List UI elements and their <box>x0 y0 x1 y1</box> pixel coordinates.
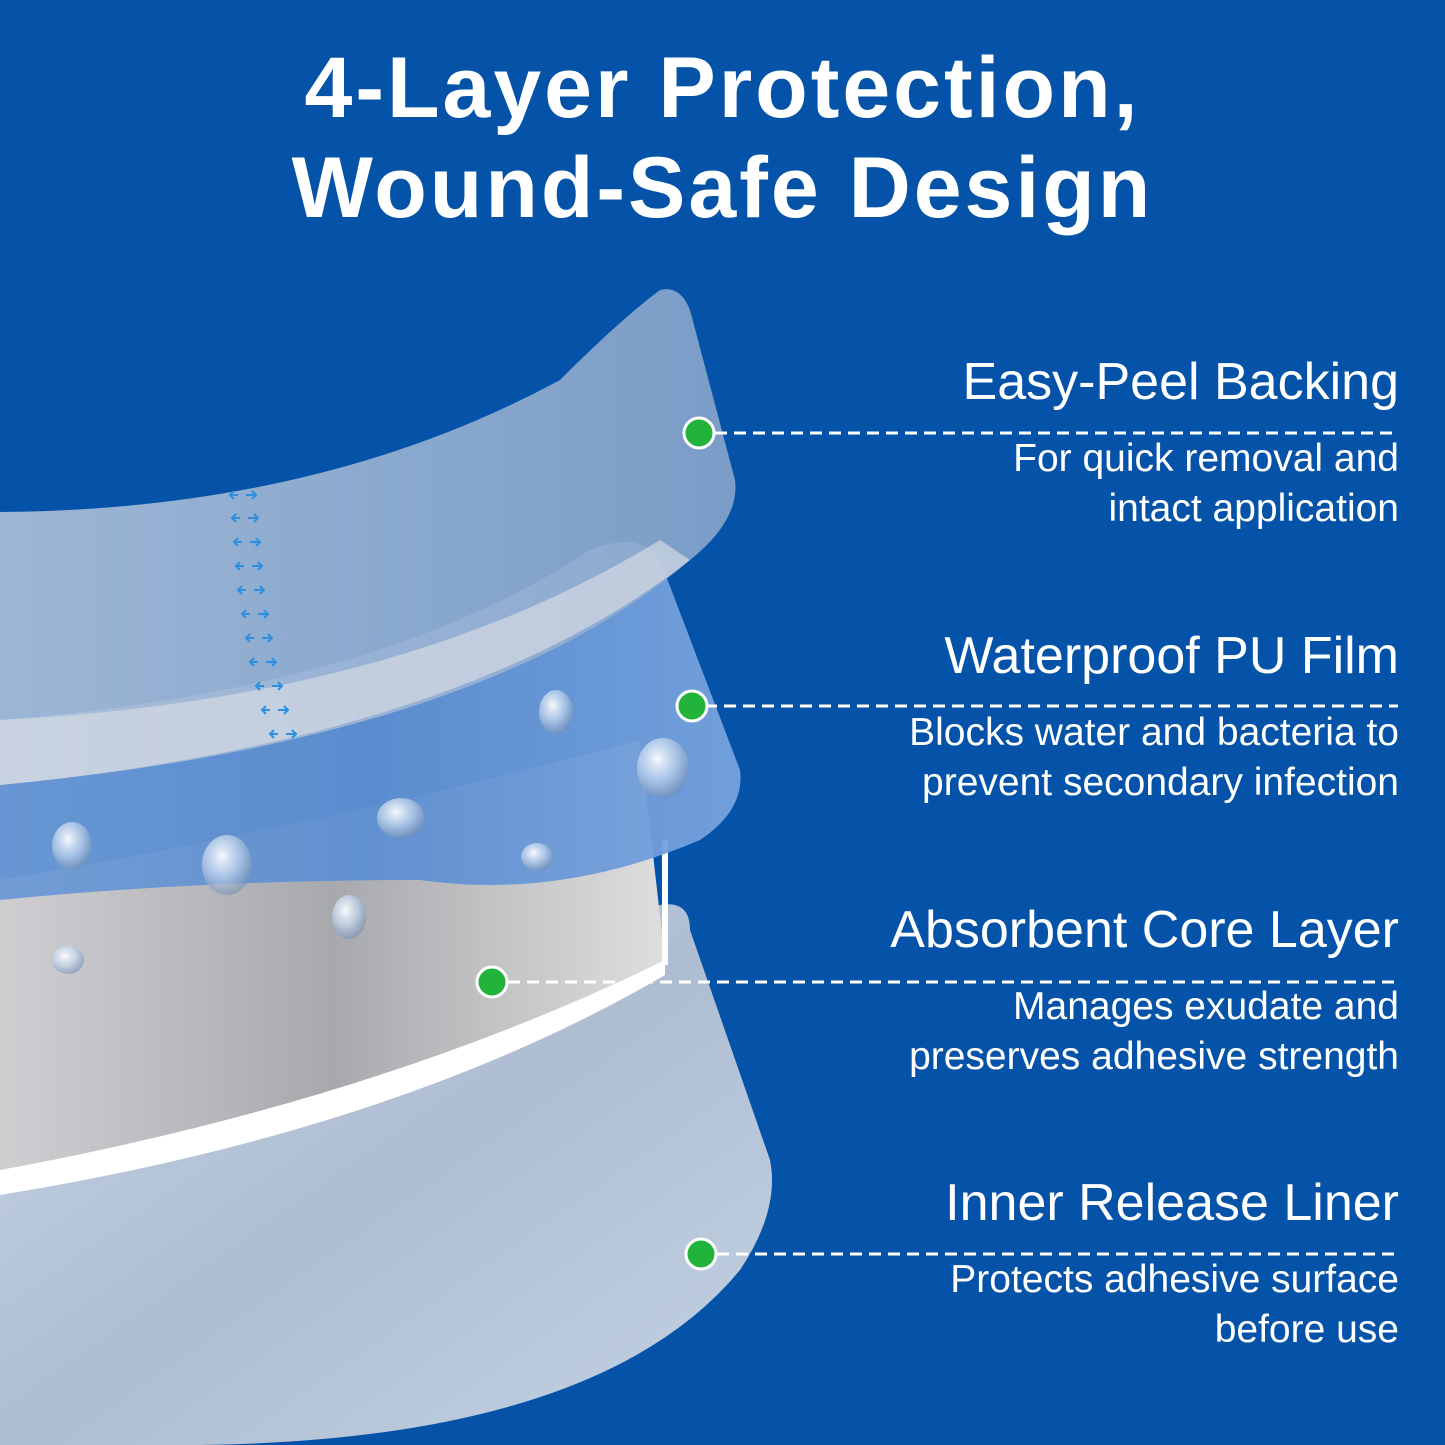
layer-description: preserves adhesive strength <box>909 1035 1399 1078</box>
layer-label-inner-release-liner: Inner Release Liner Protects adhesive su… <box>945 1173 1399 1355</box>
layer-description: intact application <box>1108 487 1399 530</box>
layer-name: Inner Release Liner <box>945 1174 1399 1232</box>
layer-description: Protects adhesive surface <box>950 1258 1399 1301</box>
green-dot-icon <box>682 416 716 450</box>
stretch-arrows-icon <box>228 490 298 739</box>
layer-description: For quick removal and <box>1013 437 1399 480</box>
layer-description: before use <box>1214 1308 1399 1351</box>
layer-easy-peel-backing <box>0 289 736 785</box>
title-line-2: Wound-Safe Design <box>291 140 1154 236</box>
layer-name: Waterproof PU Film <box>944 627 1399 685</box>
layer-description: prevent secondary infection <box>922 761 1399 804</box>
green-dot-icon <box>475 965 509 999</box>
water-droplet-icon <box>52 690 689 974</box>
page-title: 4-Layer Protection, Wound-Safe Design <box>0 38 1445 238</box>
title-line-1: 4-Layer Protection, <box>304 40 1141 136</box>
layer-description: Manages exudate and <box>1013 985 1399 1028</box>
layer-label-waterproof-pu-film: Waterproof PU Film Blocks water and bact… <box>909 626 1399 808</box>
layer-label-absorbent-core: Absorbent Core Layer Manages exudate and… <box>890 900 1399 1082</box>
layer-label-easy-peel-backing: Easy-Peel Backing For quick removal and … <box>963 352 1399 534</box>
green-dot-icon <box>675 689 709 723</box>
green-dot-icon <box>684 1237 718 1271</box>
layer-name: Absorbent Core Layer <box>890 901 1399 959</box>
layer-name: Easy-Peel Backing <box>962 353 1399 411</box>
layer-description: Blocks water and bacteria to <box>909 711 1399 754</box>
